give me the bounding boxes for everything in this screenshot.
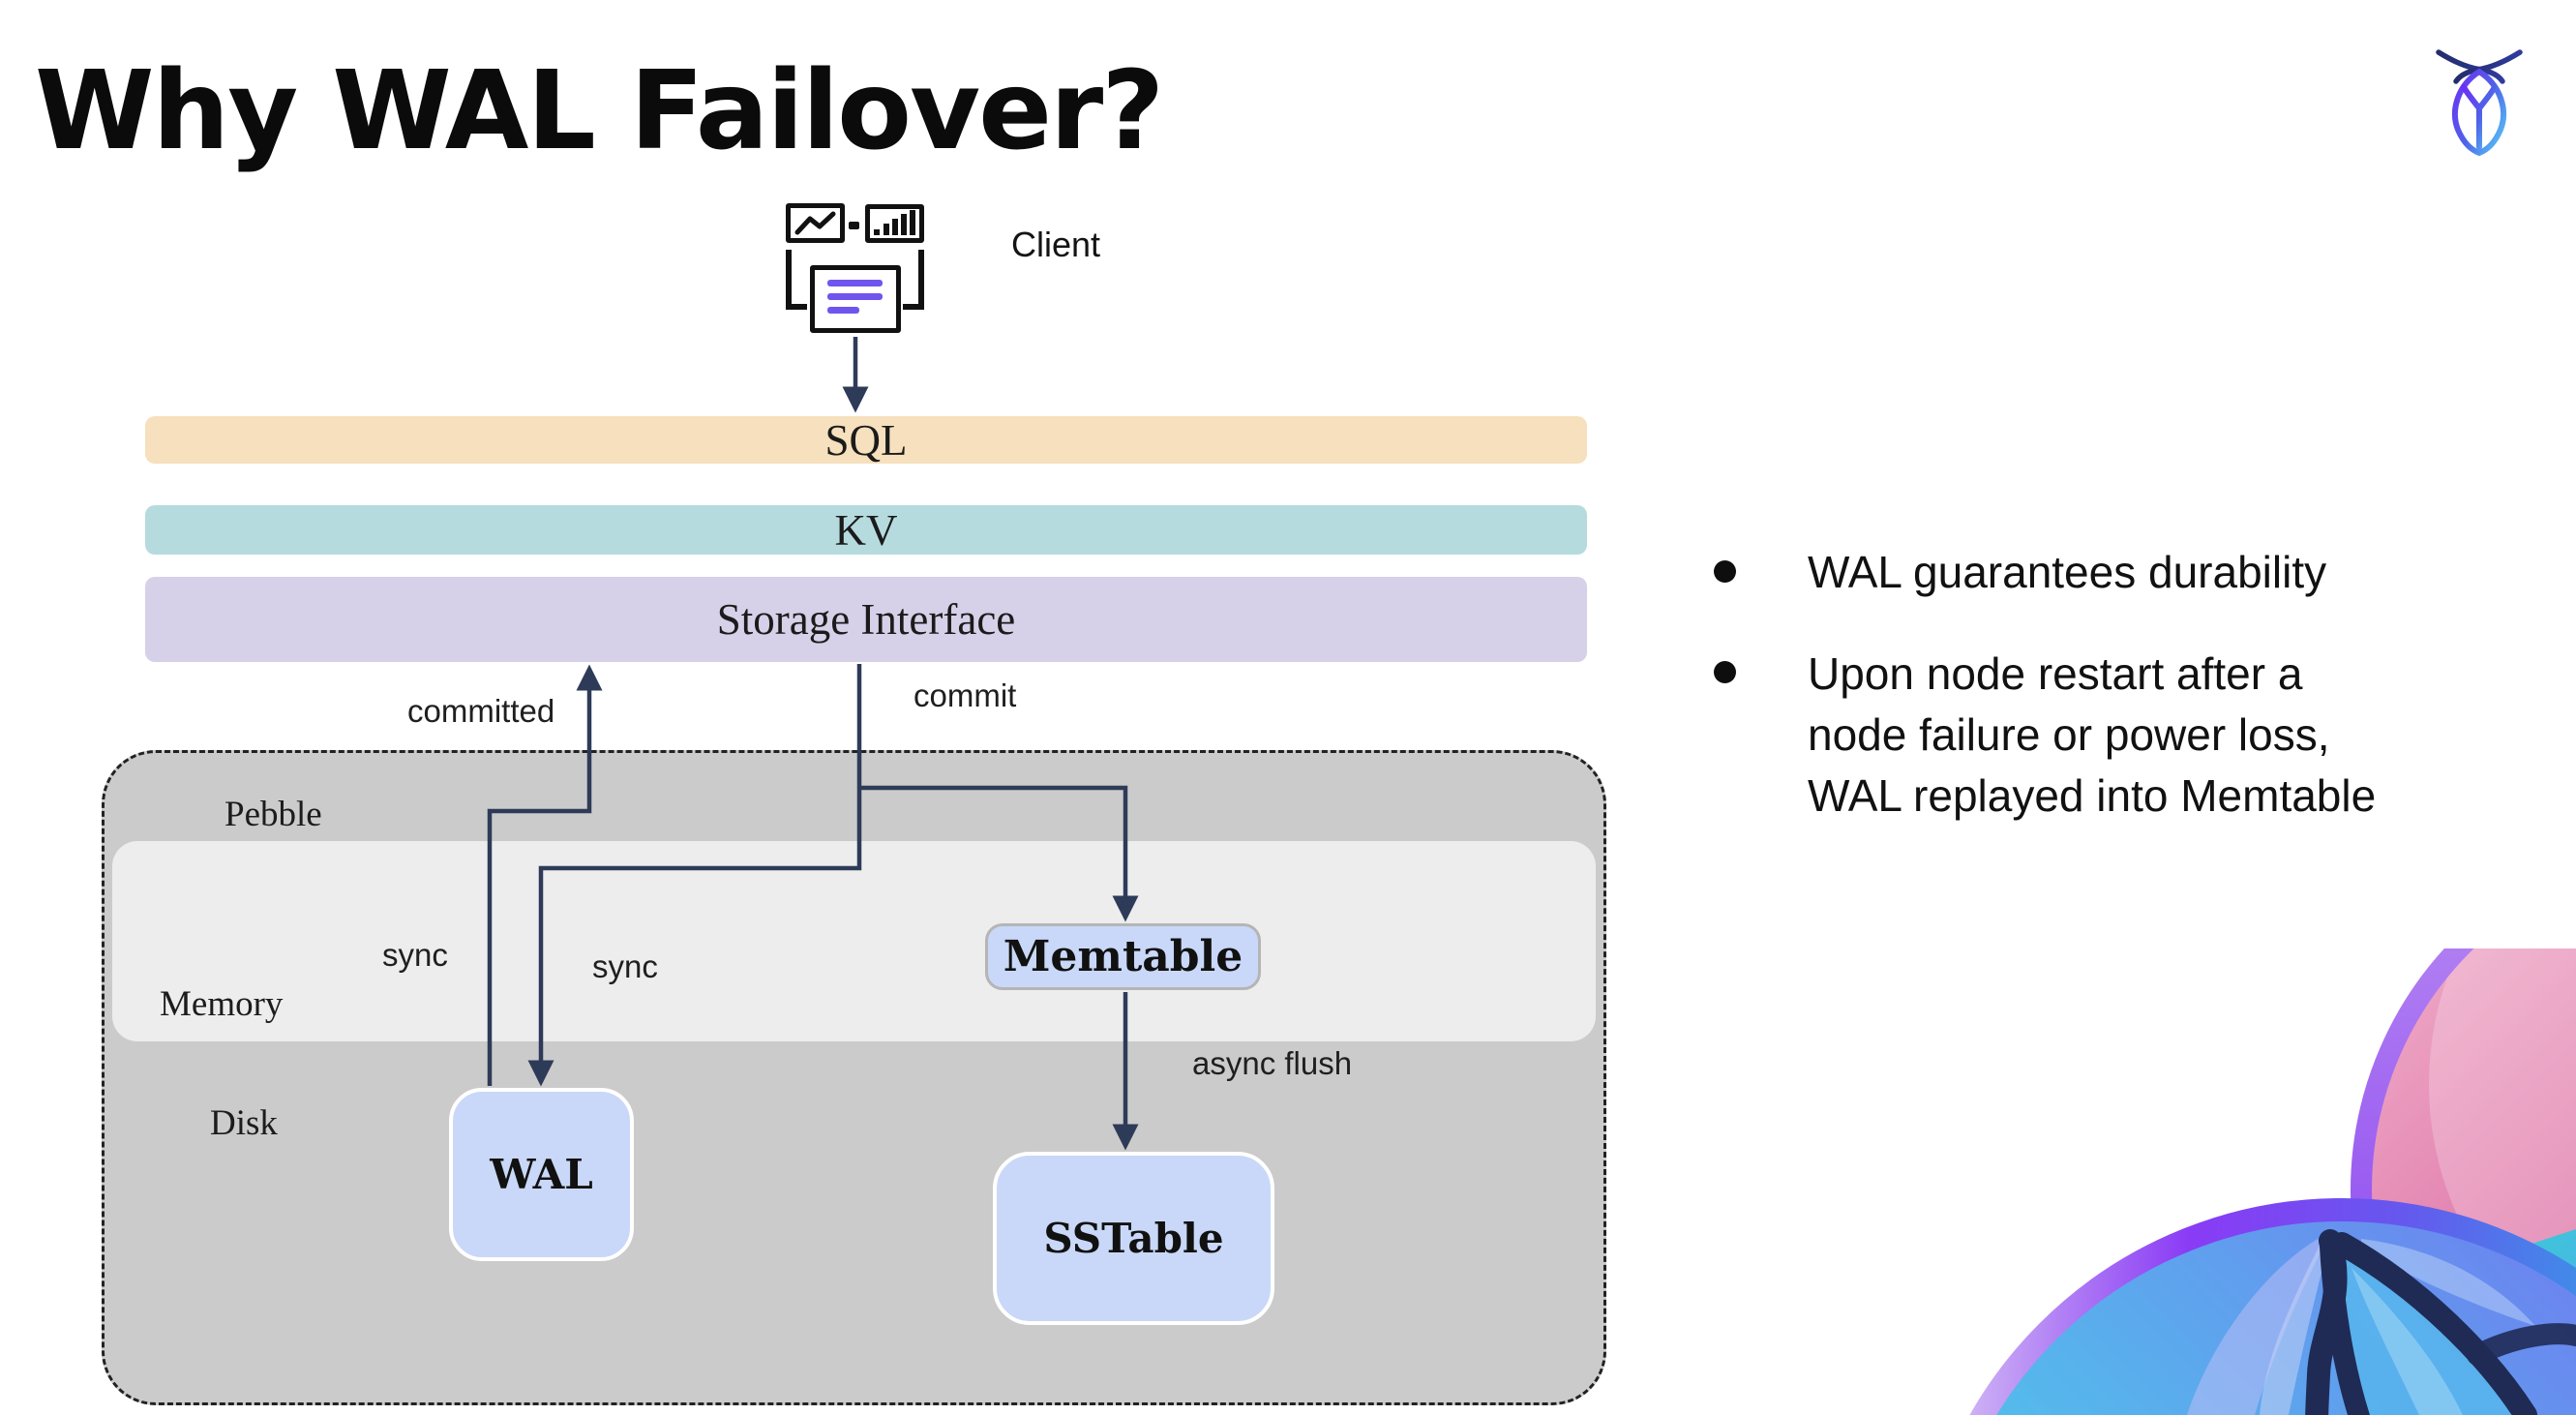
bullet-dot-1: [1714, 560, 1736, 583]
client-label: Client: [1011, 225, 1101, 264]
sql-layer-label: SQL: [824, 415, 908, 465]
line-chart-icon: [786, 203, 845, 243]
bullet-2: Upon node restart after a node failure o…: [1808, 644, 2376, 827]
document-icon: [810, 265, 901, 333]
memory-label: Memory: [160, 984, 284, 1024]
bullet-1: WAL guarantees durability: [1808, 542, 2326, 603]
wal-node: WAL: [449, 1088, 634, 1261]
wal-label: WAL: [490, 1151, 593, 1198]
sql-layer-bar: SQL: [145, 415, 1587, 465]
sstable-node: SSTable: [993, 1152, 1274, 1325]
page-title: Why WAL Failover?: [35, 48, 1164, 174]
bullet-1-line-1: WAL guarantees durability: [1808, 547, 2327, 597]
pebble-label: Pebble: [225, 795, 322, 834]
bullet-2-line-3: WAL replayed into Memtable: [1808, 770, 2377, 821]
dash-separator: [849, 222, 859, 229]
disk-label: Disk: [210, 1103, 278, 1143]
sstable-label: SSTable: [1043, 1215, 1224, 1262]
committed-edge-label: committed: [407, 693, 555, 729]
pebble-container: Pebble Memory Disk: [102, 750, 1606, 1405]
kv-layer-bar: KV: [145, 505, 1587, 555]
kv-layer-label: KV: [834, 505, 898, 555]
commit-edge-label: commit: [914, 677, 1017, 713]
client-app-icon: [782, 199, 937, 337]
sync-left-edge-label: sync: [382, 937, 448, 973]
bullet-2-line-1: Upon node restart after a: [1808, 648, 2303, 699]
memory-band: [112, 841, 1596, 1041]
bracket-left-icon: [786, 250, 807, 310]
async-flush-edge-label: async flush: [1192, 1045, 1353, 1081]
cockroachdb-logo-icon: [2436, 49, 2523, 157]
memtable-label: Memtable: [1003, 932, 1243, 981]
bracket-right-icon: [903, 250, 924, 310]
bullet-dot-2: [1714, 661, 1736, 683]
bar-chart-icon: [865, 204, 924, 243]
brand-decoration-graphic: [1969, 948, 2576, 1415]
storage-interface-label: Storage Interface: [716, 595, 1016, 644]
sync-right-edge-label: sync: [592, 948, 658, 984]
storage-interface-bar: Storage Interface: [145, 577, 1587, 662]
bullet-2-line-2: node failure or power loss,: [1808, 709, 2330, 760]
memtable-node: Memtable: [985, 923, 1261, 990]
